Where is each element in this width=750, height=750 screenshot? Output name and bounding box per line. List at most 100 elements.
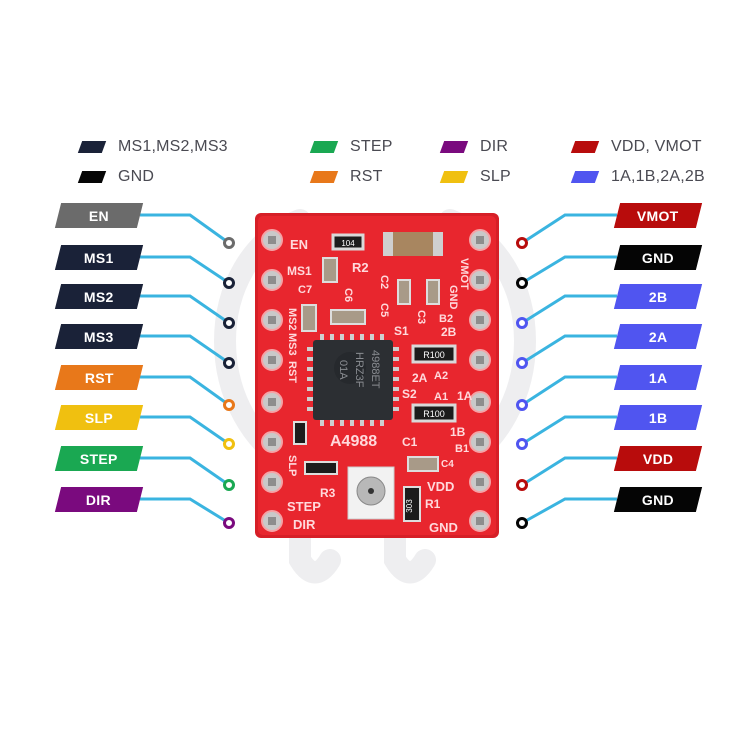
chip-leg bbox=[307, 357, 314, 361]
chip-leg bbox=[307, 397, 314, 401]
pin-label-text: MS2 bbox=[84, 288, 114, 305]
silk-ms3: MS3 bbox=[286, 333, 298, 356]
connector-line bbox=[140, 456, 230, 487]
pin-endpoint-ms2 bbox=[223, 317, 235, 329]
resistor-r3 bbox=[304, 461, 338, 475]
pin-label-text: 2A bbox=[648, 328, 668, 345]
capacitor-c6 bbox=[330, 309, 366, 325]
capacitor-c4 bbox=[407, 456, 439, 472]
pin-endpoint-dir bbox=[223, 517, 235, 529]
silk-vdd: VDD bbox=[427, 479, 454, 494]
pin-label-left-ms2: MS2 bbox=[54, 284, 144, 309]
connector-line bbox=[521, 375, 617, 407]
header-pins bbox=[261, 229, 491, 532]
chip-leg bbox=[350, 419, 354, 426]
pin-label-left-slp: SLP bbox=[54, 405, 144, 430]
pin-label-text: VMOT bbox=[637, 207, 679, 224]
pin-label-left-step: STEP bbox=[54, 446, 144, 471]
silk-gnd-top: GND bbox=[447, 285, 459, 310]
legend-label: 1A,1B,2A,2B bbox=[611, 168, 705, 185]
chip-leg bbox=[360, 419, 364, 426]
pin-endpoint-gnd bbox=[516, 277, 528, 289]
silk-ms1: MS1 bbox=[287, 264, 312, 278]
pin-label-text: SLP bbox=[84, 409, 114, 426]
pin-label-text: GND bbox=[641, 491, 674, 508]
legend-label: SLP bbox=[480, 168, 511, 185]
pin-endpoint-gnd bbox=[516, 517, 528, 529]
pin-label-text: MS3 bbox=[84, 328, 114, 345]
pin-label-right-2a: 2A bbox=[613, 324, 703, 349]
connector-line bbox=[140, 415, 230, 446]
pin-label-text: DIR bbox=[86, 491, 112, 508]
silk-c6: C6 bbox=[342, 288, 354, 302]
pin-label-right-gnd: GND bbox=[613, 487, 703, 512]
pin-label-text: EN bbox=[88, 207, 110, 224]
chip-marking-1: 4988ET bbox=[369, 350, 381, 389]
sense-resistor-2 bbox=[411, 403, 457, 423]
chip-leg bbox=[340, 334, 344, 341]
connector-line bbox=[521, 415, 617, 446]
chip-leg bbox=[340, 419, 344, 426]
chip-leg bbox=[307, 387, 314, 391]
header-pin-pad bbox=[476, 236, 484, 244]
pin-endpoint-vmot bbox=[516, 237, 528, 249]
chip-marking-2: HRZ3F bbox=[353, 352, 365, 388]
pin-label-right-1a: 1A bbox=[613, 365, 703, 390]
capacitor-c7 bbox=[322, 257, 338, 283]
resistor-r2-value: 104 bbox=[341, 239, 355, 248]
chip-leg bbox=[307, 347, 314, 351]
header-pin-pad bbox=[268, 438, 276, 446]
chip-leg bbox=[380, 334, 384, 341]
pin-label-right-vdd: VDD bbox=[613, 446, 703, 471]
silk-c5: C5 bbox=[378, 303, 390, 317]
pin-label-text: 2B bbox=[648, 288, 668, 305]
header-pin-pad bbox=[268, 316, 276, 324]
connector-line bbox=[521, 456, 617, 487]
chip-leg bbox=[392, 367, 399, 371]
pin-label-right-1b: 1B bbox=[613, 405, 703, 430]
silk-b2: B2 bbox=[439, 313, 453, 325]
legend-item: RST bbox=[309, 167, 383, 187]
pin-label-right-2b: 2B bbox=[613, 284, 703, 309]
pin-endpoint-slp bbox=[223, 438, 235, 450]
pin-label-text: STEP bbox=[80, 450, 118, 467]
connector-line bbox=[140, 213, 230, 245]
legend-item: GND bbox=[77, 167, 154, 187]
silk-step: STEP bbox=[287, 499, 321, 514]
silk-a2: A2 bbox=[434, 370, 448, 382]
silk-r2: R2 bbox=[352, 260, 369, 275]
chip-leg bbox=[307, 407, 314, 411]
chip-leg bbox=[392, 357, 399, 361]
pin-endpoint-step bbox=[223, 479, 235, 491]
silk-c1: C1 bbox=[402, 435, 418, 449]
silk-r1: R1 bbox=[425, 497, 441, 511]
connector-line bbox=[140, 375, 230, 407]
connector-line bbox=[140, 334, 230, 365]
pin-label-left-ms3: MS3 bbox=[54, 324, 144, 349]
capacitor-c1 bbox=[426, 279, 440, 305]
pin-label-left-dir: DIR bbox=[54, 487, 144, 512]
pin-label-left-en: EN bbox=[54, 203, 144, 228]
a4988-board: 4988ET HRZ3F 01A 104 R100 R100 bbox=[255, 213, 499, 538]
header-pin-pad bbox=[476, 398, 484, 406]
pin-endpoint-2a bbox=[516, 357, 528, 369]
pin-endpoint-ms3 bbox=[223, 357, 235, 369]
pin-endpoint-vdd bbox=[516, 479, 528, 491]
pin-endpoint-1b bbox=[516, 438, 528, 450]
silk-c7: C7 bbox=[298, 284, 312, 296]
pin-label-text: VDD bbox=[642, 450, 674, 467]
pin-label-left-rst: RST bbox=[54, 365, 144, 390]
silk-b1: B1 bbox=[455, 443, 469, 455]
chip-leg bbox=[370, 419, 374, 426]
legend-item: MS1,MS2,MS3 bbox=[77, 137, 228, 157]
header-pin-pad bbox=[476, 316, 484, 324]
silk-1a: 1A bbox=[457, 389, 473, 403]
silk-c2: C2 bbox=[378, 275, 390, 289]
legend-label: STEP bbox=[350, 138, 393, 155]
header-pin-pad bbox=[268, 478, 276, 486]
silk-r3: R3 bbox=[320, 486, 336, 500]
silk-ms2: MS2 bbox=[286, 308, 298, 331]
connector-line bbox=[140, 255, 230, 285]
header-pin-pad bbox=[268, 356, 276, 364]
legend-item: 1A,1B,2A,2B bbox=[570, 167, 705, 187]
